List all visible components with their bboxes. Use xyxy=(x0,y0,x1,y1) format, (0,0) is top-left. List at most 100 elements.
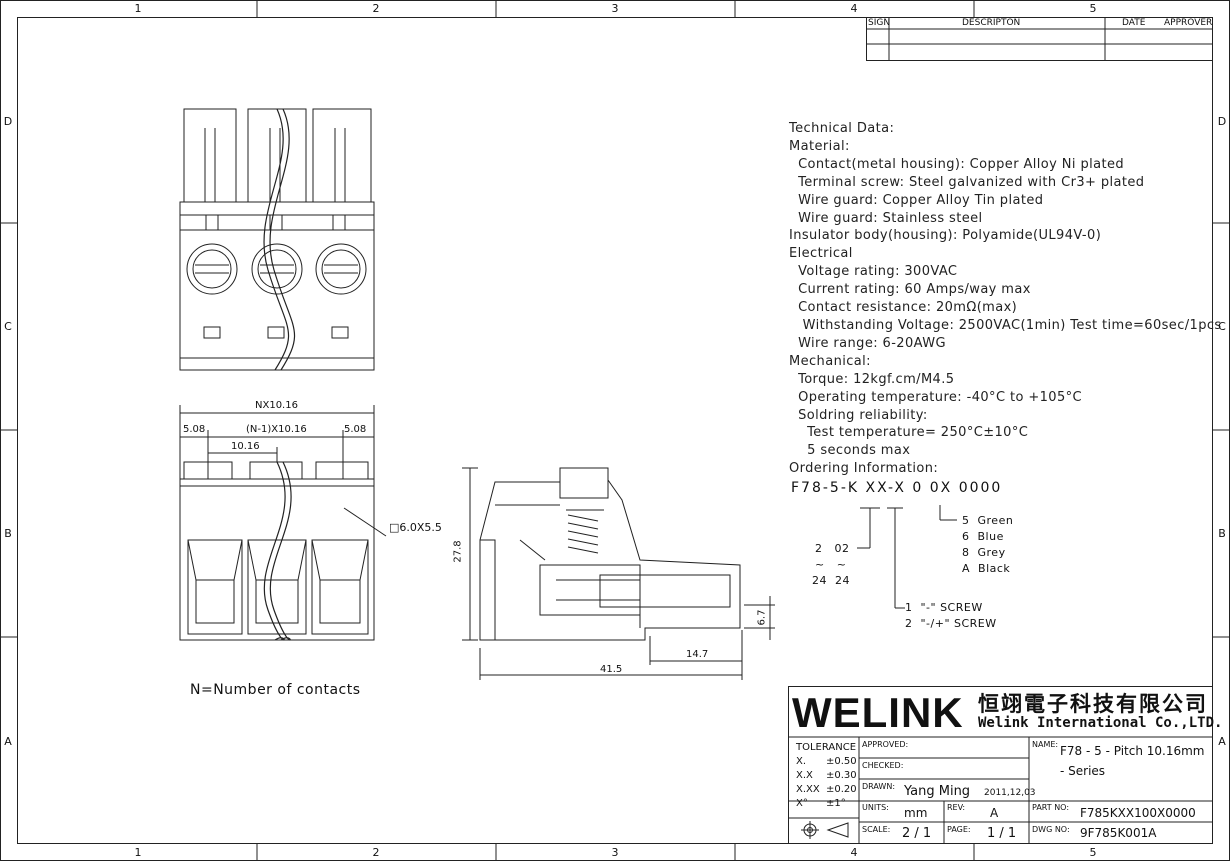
projection-symbol-icon xyxy=(801,821,849,839)
name-label: NAME: xyxy=(1032,740,1059,749)
connector-wire-entry-view xyxy=(179,405,387,641)
tolerance-xxx-label: X.XX xyxy=(796,784,820,795)
technical-data-line: Voltage rating: 300VAC xyxy=(789,264,958,280)
dwg-no-label: DWG NO: xyxy=(1032,825,1070,834)
tolerance-x-label: X. xyxy=(796,756,807,767)
revision-header-date: DATE xyxy=(1122,18,1146,28)
zone-col-4-top: 4 xyxy=(850,2,858,15)
technical-data-line: Contact resistance: 20mΩ(max) xyxy=(789,300,1018,316)
company-name-english: Welink International Co.,LTD. xyxy=(978,715,1223,731)
part-no-value: F785KXX100X0000 xyxy=(1080,806,1196,820)
technical-data-line: Test temperature= 250°C±10°C xyxy=(789,425,1029,441)
technical-data-line: Insulator body(housing): Polyamide(UL94V… xyxy=(789,228,1102,244)
ordering-screw-2: 2 "-/+" SCREW xyxy=(905,617,997,630)
ordering-color-black: A Black xyxy=(962,562,1011,575)
tolerance-x-value: ±0.50 xyxy=(826,756,857,767)
technical-data-line: Mechanical: xyxy=(789,353,871,369)
name-line-1: F78 - 5 - Pitch 10.16mm xyxy=(1060,744,1205,758)
ordering-color-green: 5 Green xyxy=(962,514,1014,527)
rev-label: REV: xyxy=(947,803,966,812)
ordering-color-grey: 8 Grey xyxy=(962,546,1006,559)
zone-row-b-left: B xyxy=(4,527,12,540)
contacts-note: N=Number of contacts xyxy=(190,682,361,698)
zone-row-a-right: A xyxy=(1218,735,1226,748)
technical-data-line: Wire range: 6-20AWG xyxy=(789,335,946,351)
zone-col-5-bottom: 5 xyxy=(1089,846,1097,859)
zone-row-d-left: D xyxy=(3,115,13,128)
revision-table-grid xyxy=(866,17,1213,61)
tolerance-xx-value: ±0.30 xyxy=(826,770,857,781)
tolerance-angle-label: X° xyxy=(796,798,808,809)
dimension-right-margin: 5.08 xyxy=(344,424,367,435)
zone-col-5-top: 5 xyxy=(1089,2,1097,15)
page-value: 1 / 1 xyxy=(987,826,1017,841)
connector-front-view xyxy=(179,108,375,371)
ordering-positions-min: 2 02 xyxy=(815,542,850,555)
zone-col-2-bottom: 2 xyxy=(372,846,380,859)
dimension-height: 27.8 xyxy=(452,540,464,563)
part-no-label: PART NO: xyxy=(1032,803,1070,812)
zone-row-c-left: C xyxy=(4,320,12,333)
technical-data-line: Electrical xyxy=(789,246,853,262)
technical-data-line: Current rating: 60 Amps/way max xyxy=(789,282,1031,298)
technical-data-line: Contact(metal housing): Copper Alloy Ni … xyxy=(789,156,1125,172)
dimension-width: 41.5 xyxy=(600,664,623,675)
ordering-positions-tilde: ~ ~ xyxy=(815,558,847,571)
company-name-chinese: 恒翊電子科技有限公司 xyxy=(978,691,1208,716)
zone-col-1-bottom: 1 xyxy=(134,846,142,859)
ordering-positions-max: 24 24 xyxy=(812,574,850,587)
drawn-label: DRAWN: xyxy=(862,782,896,791)
dimension-nx-pitch: NX10.16 xyxy=(255,400,298,411)
technical-data-line: Wire guard: Copper Alloy Tin plated xyxy=(789,192,1044,208)
dwg-no-value: 9F785K001A xyxy=(1080,826,1157,840)
checked-label: CHECKED: xyxy=(862,761,904,770)
ordering-code: F78-5-K XX-X 0 0X 0000 xyxy=(791,480,1003,496)
technical-data-block: Technical Data: Material: Contact(metal h… xyxy=(789,120,1222,478)
zone-row-d-right: D xyxy=(1217,115,1227,128)
tolerance-angle-value: ±1° xyxy=(826,798,846,809)
dimension-pin-height: 6.7 xyxy=(756,609,768,626)
zone-col-3-top: 3 xyxy=(611,2,619,15)
scale-label: SCALE: xyxy=(862,825,891,834)
technical-data-line: Wire guard: Stainless steel xyxy=(789,210,983,226)
zone-col-2-top: 2 xyxy=(372,2,380,15)
sheet-inner-border xyxy=(17,17,1213,844)
drawn-by: Yang Ming xyxy=(904,784,971,799)
technical-data-line: 5 seconds max xyxy=(789,443,911,459)
zone-col-3-bottom: 3 xyxy=(611,846,619,859)
zone-row-a-left: A xyxy=(4,735,12,748)
ordering-screw-1: 1 "-" SCREW xyxy=(905,601,983,614)
units-label: UNITS: xyxy=(862,803,889,812)
zone-col-1-top: 1 xyxy=(134,2,142,15)
name-line-2: - Series xyxy=(1060,764,1106,778)
tolerance-xxx-value: ±0.20 xyxy=(826,784,857,795)
tolerance-xx-label: X.X xyxy=(796,770,813,781)
technical-data-line: Terminal screw: Steel galvanized with Cr… xyxy=(789,174,1145,190)
dimension-pitch: 10.16 xyxy=(231,441,260,452)
ordering-color-blue: 6 Blue xyxy=(962,530,1004,543)
dimension-wire-box: □6.0X5.5 xyxy=(389,521,442,534)
tolerance-label: TOLERANCE xyxy=(796,742,857,753)
technical-data-line: Technical Data: xyxy=(789,121,895,136)
page-label: PAGE: xyxy=(947,825,971,834)
rev-value: A xyxy=(990,806,999,820)
technical-data-line: Material: xyxy=(789,138,850,154)
revision-header-approver: APPROVER xyxy=(1164,18,1213,28)
approved-label: APPROVED: xyxy=(862,740,909,749)
scale-value: 2 / 1 xyxy=(902,826,932,841)
technical-data-line: Torque: 12kgf.cm/M4.5 xyxy=(789,371,955,387)
technical-data-line: Ordering Information: xyxy=(789,461,939,477)
revision-header-description: DESCRIPTON xyxy=(962,18,1021,28)
revision-header-sign: SIGN xyxy=(868,18,891,28)
technical-data-line: Withstanding Voltage: 2500VAC(1min) Test… xyxy=(789,317,1222,333)
drawn-date: 2011,12,03 xyxy=(984,788,1036,798)
dimension-n-minus-1: (N-1)X10.16 xyxy=(246,424,307,435)
connector-side-section xyxy=(462,467,775,680)
zone-row-b-right: B xyxy=(1218,527,1226,540)
brand-logo: WELINK xyxy=(792,689,964,736)
title-block-grid xyxy=(788,686,1213,844)
technical-data-line: Operating temperature: -40°C to +105°C xyxy=(789,389,1083,405)
zone-row-c-right: C xyxy=(1218,320,1226,333)
units-value: mm xyxy=(904,806,928,820)
